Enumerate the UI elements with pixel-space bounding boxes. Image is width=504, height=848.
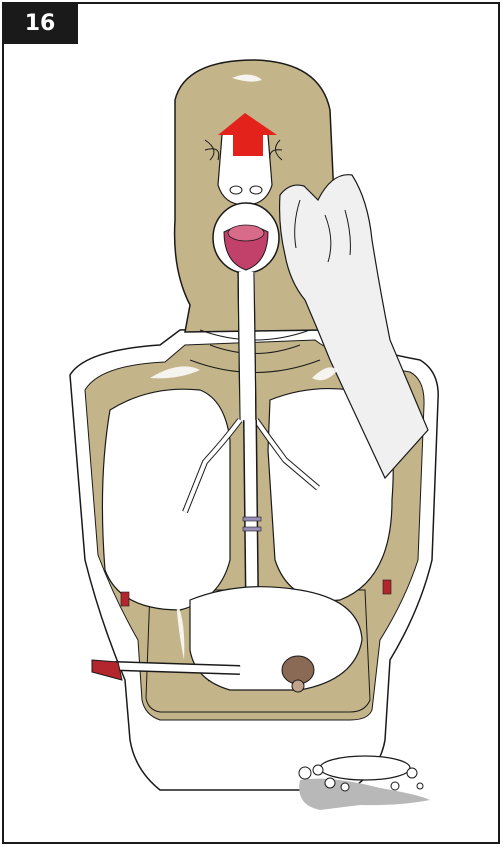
drain-plug — [92, 660, 122, 680]
left-lung — [102, 389, 230, 610]
stomach — [190, 587, 362, 690]
